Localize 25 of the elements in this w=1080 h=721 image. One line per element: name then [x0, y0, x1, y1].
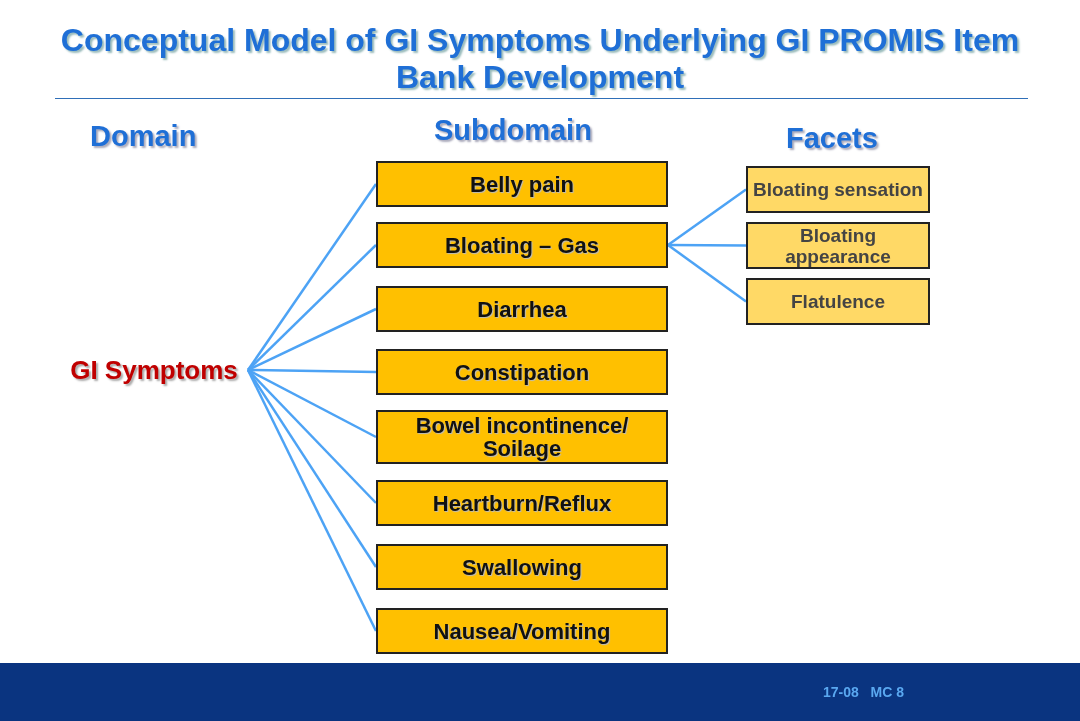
subdomain-box: Nausea/Vomiting	[376, 608, 668, 654]
connector-line	[667, 244, 747, 303]
facet-box: Flatulence	[746, 278, 930, 325]
connector-line	[247, 307, 377, 372]
column-heading: Subdomain	[434, 114, 592, 147]
connector-line	[246, 369, 378, 632]
subdomain-box: Bowel incontinence/ Soilage	[376, 410, 668, 464]
column-heading: Facets	[786, 122, 878, 155]
subdomain-box: Belly pain	[376, 161, 668, 207]
connector-line	[247, 369, 377, 504]
facet-box: Bloating sensation	[746, 166, 930, 213]
subdomain-box: Heartburn/Reflux	[376, 480, 668, 526]
subdomain-box: Swallowing	[376, 544, 668, 590]
subdomain-box: Diarrhea	[376, 286, 668, 332]
subdomain-box: Bloating – Gas	[376, 222, 668, 268]
domain-label: GI Symptoms	[69, 357, 239, 383]
facet-box: Bloating appearance	[746, 222, 930, 269]
connector-line	[667, 188, 747, 246]
connector-line	[668, 243, 746, 247]
connector-line	[247, 244, 377, 371]
connector-line	[246, 183, 378, 371]
slide-number: 17-08 MC 8	[823, 684, 904, 700]
title: Conceptual Model of GI Symptoms Underlying GI PROMIS Item Bank Development	[59, 22, 1021, 96]
subdomain-box: Constipation	[376, 349, 668, 395]
column-heading: Domain	[90, 120, 197, 153]
